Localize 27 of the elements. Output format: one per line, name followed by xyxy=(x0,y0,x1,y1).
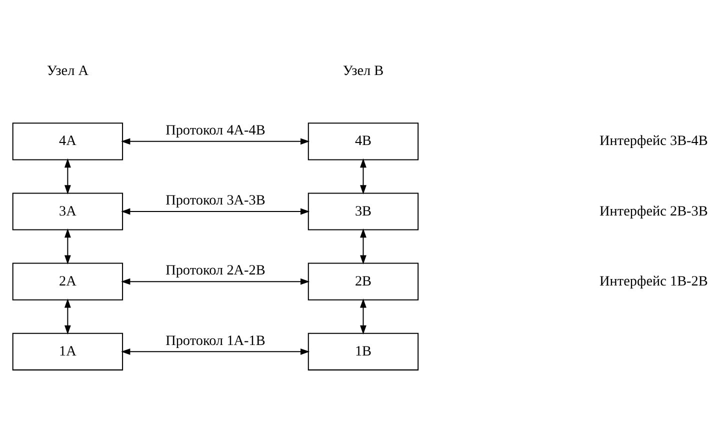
node-box: 3В xyxy=(308,192,419,230)
label: Узел В xyxy=(342,62,384,79)
node-box: 4В xyxy=(308,122,419,160)
edge-label: Протокол 2А-2В xyxy=(166,262,266,278)
node-box: 1А xyxy=(12,332,124,370)
node-box: 2А xyxy=(12,262,124,300)
edge-label: Протокол 4А-4В xyxy=(166,122,266,138)
arrow xyxy=(360,298,366,334)
label: Узел А xyxy=(46,62,89,79)
node-box: 4А xyxy=(12,122,124,160)
arrow xyxy=(64,158,71,194)
arrow xyxy=(121,278,310,284)
arrow xyxy=(64,228,71,264)
node-box: 1В xyxy=(308,332,419,370)
label: Интерфейс 2В-3В xyxy=(600,202,708,219)
edge-label: Протокол 3А-3В xyxy=(166,192,266,208)
label: Интерфейс 3В-4В xyxy=(600,132,708,149)
label: Интерфейс 1В-2В xyxy=(600,272,708,289)
node-box: 2В xyxy=(308,262,419,300)
arrow xyxy=(121,138,310,144)
edge-label: Протокол 1А-1В xyxy=(166,332,266,348)
arrow xyxy=(360,158,366,194)
node-box: 3А xyxy=(12,192,124,230)
arrow xyxy=(360,228,366,264)
arrow xyxy=(121,208,310,214)
arrow xyxy=(121,348,310,354)
arrow xyxy=(64,298,71,334)
